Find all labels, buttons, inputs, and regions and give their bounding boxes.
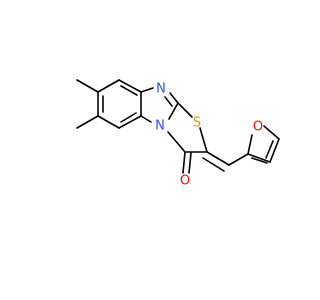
bond-benzene	[118, 79, 142, 93]
bond-benzene	[118, 115, 142, 129]
atom-label-nitrogen: N	[155, 119, 165, 134]
bond-vinyl-furan	[228, 153, 249, 166]
bond-benzene	[97, 115, 120, 129]
bond-furan	[263, 125, 280, 140]
bond-furan	[247, 134, 253, 155]
bond-benzene-inner	[120, 85, 138, 96]
bond-thiazole	[167, 131, 186, 153]
bond-imidazole	[168, 102, 179, 120]
atom-label-oxygen: O	[180, 174, 190, 189]
atom-label-sulfur: S	[193, 116, 201, 131]
bond-thiazole	[199, 127, 208, 153]
bond-methyl-upper	[76, 79, 99, 93]
bond-imidazole	[140, 115, 152, 123]
atom-label-nitrogen: N	[156, 82, 166, 97]
bond-imidazole	[169, 92, 179, 104]
bond-benzene-inner	[120, 112, 137, 123]
bond-furan	[269, 138, 280, 163]
bond-methyl-lower	[76, 115, 99, 129]
bond-carbonyl	[182, 151, 186, 174]
bond-exocyclic	[202, 157, 225, 172]
bond-imidazole-double	[164, 96, 173, 107]
bond-carbonyl	[188, 152, 192, 174]
molecule-diagram: N N S O O	[76, 79, 280, 189]
atom-labels: N N S O O	[155, 82, 263, 189]
bond-imidazole	[140, 87, 154, 93]
bond-furan	[247, 153, 271, 163]
bonds	[76, 79, 280, 174]
bond-exocyclic	[206, 151, 230, 166]
bond-benzene	[97, 79, 120, 93]
bond-furan-double	[251, 157, 268, 164]
atom-label-oxygen: O	[253, 120, 263, 135]
bond-furan-double	[265, 140, 274, 159]
bond-thiazole	[177, 102, 193, 118]
